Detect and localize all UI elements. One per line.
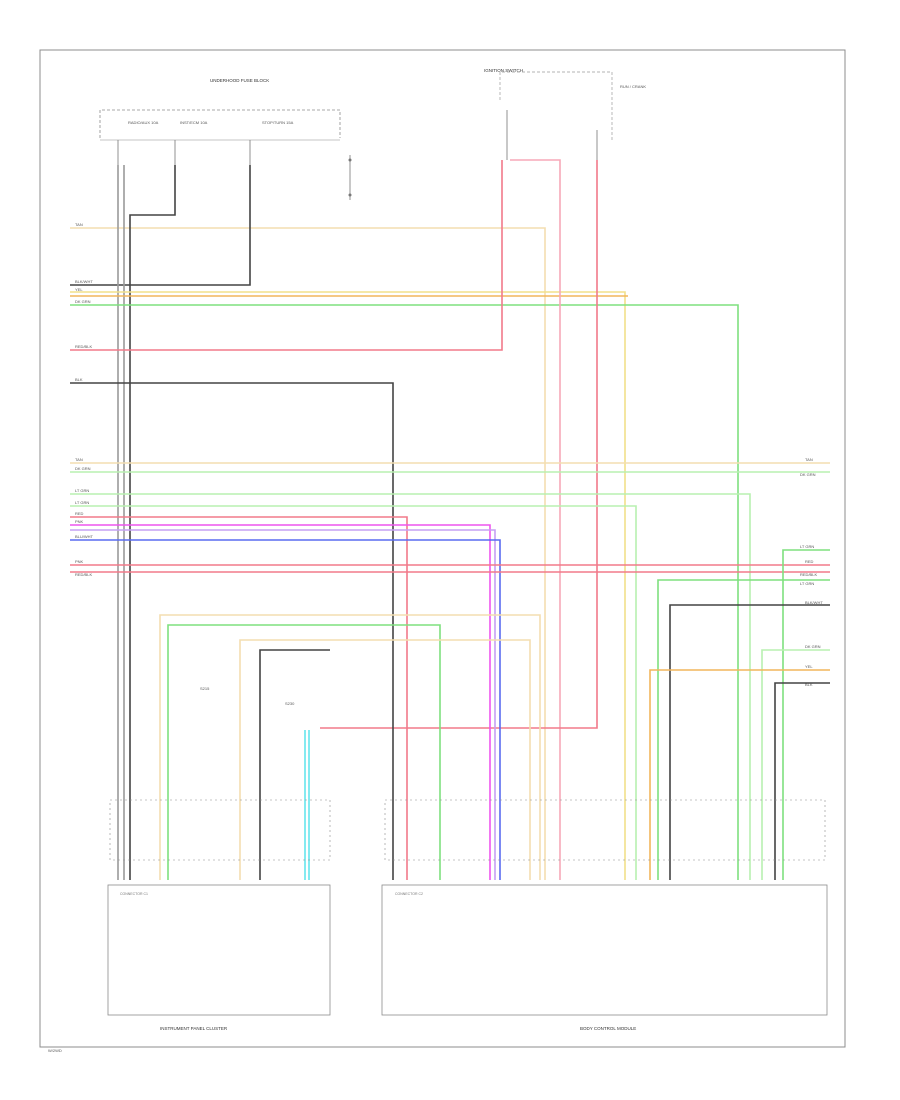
- footer-label: W/2WD: [48, 1048, 62, 1053]
- wire-label-left-4: RED/BLK: [75, 344, 92, 349]
- wire-label-left-14: RED/BLK: [75, 572, 92, 577]
- wire-yellow-2: [70, 291, 626, 880]
- module-left-label: INSTRUMENT PANEL CLUSTER: [160, 1026, 228, 1031]
- wires: [70, 159, 830, 880]
- wire-label-right-9: BLK: [805, 682, 813, 687]
- wire-blk-feed: [70, 165, 251, 286]
- fuse-block: UNDERHOOD FUSE BLOCK RADIO/AUX 10A INST/…: [99, 78, 341, 165]
- wire-blk-right: [669, 604, 830, 880]
- module-left: INSTRUMENT PANEL CLUSTER CONNECTOR C1: [107, 884, 331, 1031]
- splice-left-label: S215: [200, 686, 210, 691]
- wire-label-right-4: RED/BLK: [800, 572, 817, 577]
- wire-tan-top: [70, 227, 546, 880]
- wire-red-3: [70, 516, 408, 880]
- wire-label-right-1: DK GRN: [800, 472, 816, 477]
- wire-labels-left: TAN BLK/WHT YEL DK GRN RED/BLK BLK TAN D…: [75, 222, 94, 577]
- ignition-switch-title: IGNITION SWITCH: [484, 68, 523, 73]
- connector-left-label: CONNECTOR C1: [120, 892, 148, 896]
- stop-lamp-switch: [348, 155, 352, 200]
- splice-mid-label: S230: [285, 701, 295, 706]
- wire-label-left-3: DK GRN: [75, 299, 91, 304]
- wire-label-left-11: PNK: [75, 519, 84, 524]
- wire-ltgreen-1: [70, 493, 751, 880]
- wire-label-right-3: RED: [805, 559, 814, 564]
- wire-red-ign: [70, 160, 503, 351]
- connectors: [109, 799, 826, 861]
- wire-ltgreen-right: [761, 649, 830, 880]
- ignition-pos-label: RUN / CRANK: [620, 84, 646, 89]
- fuse-2-label: INST/ECM 10A: [180, 120, 208, 125]
- wire-label-left-1: BLK/WHT: [75, 279, 93, 284]
- wire-label-right-8: YEL: [805, 664, 813, 669]
- wire-blk-right-2: [774, 682, 830, 880]
- wire-label-left-8: LT GRN: [75, 488, 89, 493]
- wire-tan-low: [159, 614, 541, 880]
- fuse-block-title: UNDERHOOD FUSE BLOCK: [210, 78, 269, 83]
- wire-label-right-5: LT GRN: [800, 581, 814, 586]
- wire-pink-ign: [510, 159, 561, 880]
- module-right-label: BODY CONTROL MODULE: [580, 1026, 636, 1031]
- wire-labels-right: TAN DK GRN LT GRN RED RED/BLK LT GRN BLK…: [800, 457, 823, 687]
- wire-green-right-2: [657, 579, 830, 880]
- wire-label-left-7: DK GRN: [75, 466, 91, 471]
- connector-mid-label: CONNECTOR C2: [395, 892, 423, 896]
- wire-label-right-0: TAN: [805, 457, 813, 462]
- wire-blk-low: [259, 649, 330, 880]
- wire-green-low: [167, 624, 441, 880]
- ignition-switch: IGNITION SWITCH RUN / CRANK: [484, 68, 646, 160]
- module-right: BODY CONTROL MODULE CONNECTOR C2: [381, 884, 828, 1031]
- wire-label-right-7: DK GRN: [805, 644, 821, 649]
- wire-label-left-2: YEL: [75, 287, 83, 292]
- wire-label-right-6: BLK/WHT: [805, 600, 823, 605]
- wire-label-left-13: PNK: [75, 559, 84, 564]
- fuse-3-label: STOP/TURN 15A: [262, 120, 294, 125]
- wire-label-left-10: RED: [75, 511, 84, 516]
- wire-magenta: [70, 524, 491, 880]
- wire-label-left-12: BLU/WHT: [75, 534, 94, 539]
- wire-label-left-5: BLK: [75, 377, 83, 382]
- diagram-border: [39, 49, 846, 1048]
- wire-red-ign-2: [320, 160, 598, 729]
- wire-tan-low-2: [239, 639, 531, 880]
- wire-ltgreen-2: [70, 505, 637, 880]
- wire-blue: [70, 539, 501, 880]
- wire-label-left-6: TAN: [75, 457, 83, 462]
- wire-orange-right: [649, 669, 830, 880]
- fuse-1-label: RADIO/AUX 10A: [128, 120, 159, 125]
- wire-blk-mid: [70, 382, 394, 880]
- wire-label-right-2: LT GRN: [800, 544, 814, 549]
- wire-green-right-1: [782, 549, 830, 880]
- wire-blk-feed-2: [129, 165, 176, 880]
- wire-violet: [70, 529, 496, 880]
- wire-label-left-9: LT GRN: [75, 500, 89, 505]
- wire-green-top: [70, 304, 739, 880]
- wire-label-left-0: TAN: [75, 222, 83, 227]
